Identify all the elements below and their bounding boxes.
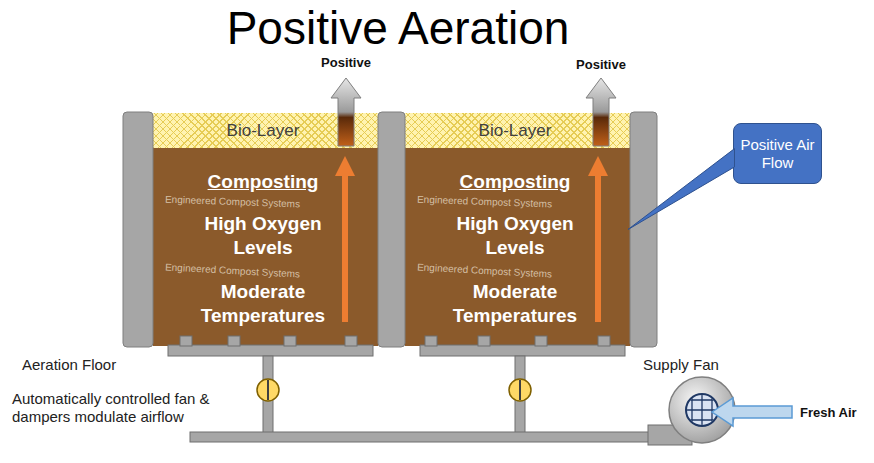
floor-nozzle — [228, 336, 240, 346]
exhaust-arrow — [586, 78, 616, 146]
bio-layer: Bio-Layer — [153, 113, 378, 148]
callout-text: Positive Air Flow — [740, 136, 815, 172]
bin-wall — [378, 112, 405, 347]
floor-pipe — [168, 345, 373, 356]
compost-bin: Bio-LayerCompostingHigh Oxygen LevelsMod… — [405, 113, 630, 346]
damper-blade — [519, 380, 521, 400]
callout-box: Positive Air Flow — [733, 123, 822, 184]
bio-layer: Bio-Layer — [405, 113, 630, 148]
bin-heading: Composting — [425, 170, 605, 194]
part-label: Fresh Air — [800, 405, 857, 420]
bin-condition: High Oxygen Levels — [173, 212, 353, 260]
fresh-air-arrow — [712, 398, 792, 426]
layer-label: Bio-Layer — [425, 113, 605, 148]
floor-nozzle — [478, 336, 490, 346]
compost-bin: Bio-LayerCompostingHigh Oxygen LevelsMod… — [153, 113, 378, 346]
airflow-arrow — [342, 172, 348, 322]
damper-valve — [509, 379, 531, 401]
exhaust-label: Positive — [306, 55, 386, 70]
floor-nozzle — [535, 336, 547, 346]
floor-nozzle — [345, 336, 357, 346]
damper-blade — [267, 380, 269, 400]
bin-condition: High Oxygen Levels — [425, 212, 605, 260]
floor-nozzle — [284, 336, 296, 346]
bin-heading: Composting — [173, 170, 353, 194]
airflow-arrowhead — [588, 156, 608, 176]
part-label: Supply Fan — [643, 356, 719, 373]
damper-valve — [257, 379, 279, 401]
aeration-floor — [168, 336, 692, 445]
bin-condition: Moderate Temperatures — [173, 280, 353, 328]
diagram-title: Positive Aeration — [198, 0, 598, 56]
exhaust-arrow — [331, 78, 361, 146]
bin-wall — [123, 112, 153, 347]
grille-bar — [684, 419, 720, 420]
callout-pointer — [628, 149, 735, 230]
main-duct — [190, 432, 660, 442]
bin-condition: Moderate Temperatures — [425, 280, 605, 328]
floor-nozzle — [425, 336, 437, 346]
airflow-arrow — [595, 172, 601, 322]
bin-wall — [630, 112, 657, 347]
part-label: Aeration Floor — [22, 356, 116, 373]
floor-pipe — [420, 345, 625, 356]
note-label: Automatically controlled fan & dampers m… — [12, 390, 227, 426]
grille-bar — [684, 399, 720, 400]
floor-nozzle — [598, 336, 610, 346]
airflow-arrowhead — [335, 156, 355, 176]
floor-nozzle — [180, 336, 192, 346]
layer-label: Bio-Layer — [173, 113, 353, 148]
exhaust-label: Positive — [561, 57, 641, 72]
